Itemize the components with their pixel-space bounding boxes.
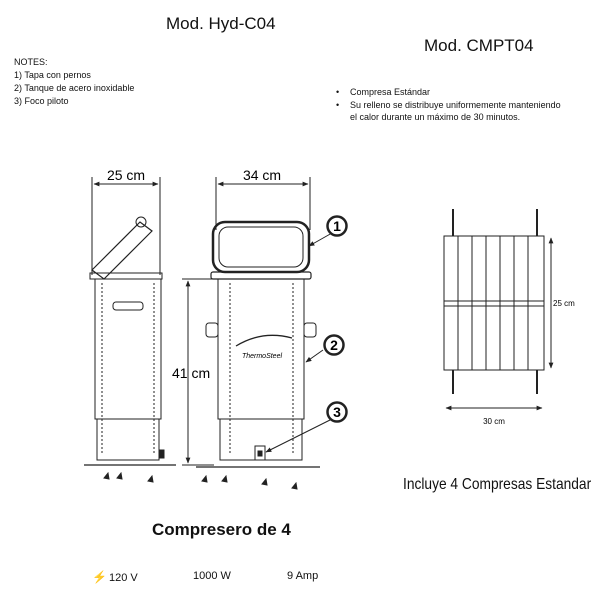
- pilot-light: [254, 445, 266, 461]
- front-body: [217, 278, 305, 420]
- pilot-light-lens: [257, 450, 263, 457]
- feature-continuation: el calor durante un máximo de 30 minutos…: [350, 112, 521, 122]
- notes-block: NOTES: 1) Tapa con pernos 2) Tanque de a…: [14, 56, 134, 108]
- feature-text: Compresa Estándar: [350, 87, 431, 97]
- callout-3-number: 3: [333, 404, 341, 420]
- note-item: 3) Foco piloto: [14, 96, 69, 106]
- front-handle-right: [303, 322, 317, 338]
- side-body: [94, 278, 162, 420]
- note-item: 1) Tapa con pernos: [14, 70, 91, 80]
- callout-3-circle: [326, 401, 348, 423]
- brand-label: ThermoSteel: [242, 353, 283, 360]
- lid-hinge-knob: [135, 216, 147, 228]
- brand-swoosh: [235, 334, 293, 347]
- front-width-label: 34 cm: [243, 167, 281, 183]
- side-base: [96, 418, 160, 461]
- notes-heading: NOTES:: [14, 57, 48, 67]
- callout-1-leader: [308, 232, 333, 247]
- title-left: Mod. Hyd-C04: [166, 14, 276, 33]
- front-ground-hatch: [201, 474, 298, 490]
- callout-3-leader: [265, 417, 335, 453]
- pack-outline: [443, 235, 545, 371]
- spec-power: 1000 W: [193, 570, 231, 582]
- callouts: 1 2 3: [323, 215, 348, 423]
- feature-item: • Su relleno se distribuye uniformemente …: [336, 99, 561, 112]
- pack-height-label: 25 cm: [553, 299, 575, 308]
- side-handle: [112, 301, 144, 311]
- side-view: [84, 177, 176, 483]
- callout-2-leader: [305, 349, 324, 363]
- callout-2-circle: [323, 334, 345, 356]
- feature-item: • Compresa Estándar: [336, 86, 561, 99]
- side-lid: [91, 221, 153, 280]
- note-item: 2) Tanque de acero inoxidable: [14, 83, 135, 93]
- front-view: [182, 177, 335, 490]
- hot-pack-view: [443, 209, 554, 411]
- voltage-value: 120 V: [108, 572, 138, 584]
- front-lid: [211, 220, 311, 274]
- feature-text: Su relleno se distribuye uniformemente m…: [350, 99, 561, 110]
- spec-voltage: ⚡120 V: [92, 570, 138, 584]
- features-list: • Compresa Estándar • Su relleno se distri…: [336, 86, 561, 124]
- bullet-icon: •: [336, 99, 340, 110]
- callout-1-circle: [326, 215, 348, 237]
- includes-label: Incluye 4 Compresas Estandar: [403, 476, 592, 493]
- callout-1-number: 1: [333, 218, 341, 234]
- title-right: Mod. CMPT04: [424, 36, 534, 55]
- pack-width-label: 30 cm: [483, 417, 505, 426]
- side-width-label: 25 cm: [107, 167, 145, 183]
- bullet-icon: •: [336, 87, 340, 97]
- front-lid-inner: [218, 226, 304, 268]
- lightning-bolt-icon: ⚡: [92, 570, 107, 584]
- front-handle-left: [205, 322, 219, 338]
- side-foot-knob: [159, 449, 165, 459]
- side-ground-hatch: [103, 471, 154, 483]
- height-label: 41 cm: [172, 365, 210, 381]
- callout-2-number: 2: [330, 337, 338, 353]
- model-name: Compresero de 4: [152, 520, 291, 539]
- spec-current: 9 Amp: [287, 570, 319, 582]
